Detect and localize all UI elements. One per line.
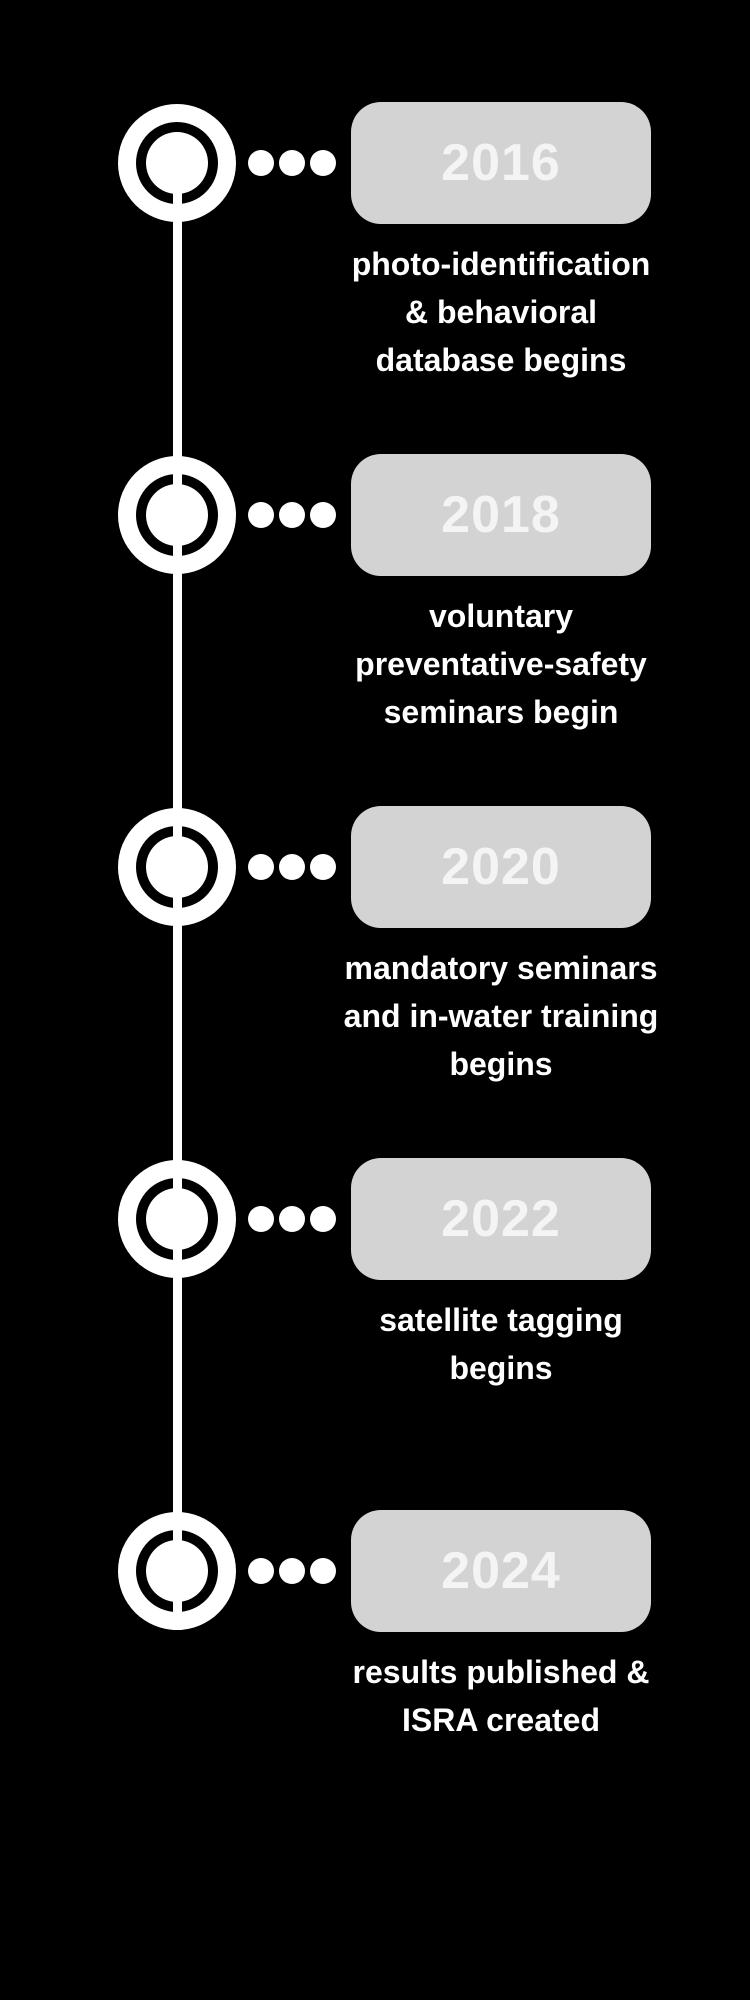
- connector-dots-icon: [248, 854, 336, 880]
- dot-icon: [279, 150, 305, 176]
- dot-icon: [279, 502, 305, 528]
- dot-icon: [248, 1206, 274, 1232]
- dot-icon: [279, 1206, 305, 1232]
- year-box: 2022: [351, 1158, 651, 1280]
- timeline-item-2024: 2024 results published & ISRA created: [0, 1510, 750, 1862]
- year-label: 2024: [441, 1542, 561, 1600]
- year-box: 2018: [351, 454, 651, 576]
- timeline-item-2018: 2018 voluntary preventative-safety semin…: [0, 454, 750, 806]
- dot-icon: [279, 854, 305, 880]
- dot-icon: [310, 1558, 336, 1584]
- connector-dots-icon: [248, 502, 336, 528]
- dot-icon: [248, 854, 274, 880]
- event-description: photo-identification & behavioral databa…: [351, 246, 651, 378]
- year-label: 2018: [441, 486, 561, 544]
- timeline-item-2020: 2020 mandatory seminars and in-water tra…: [0, 806, 750, 1158]
- year-box: 2024: [351, 1510, 651, 1632]
- timeline-line: [173, 163, 182, 1630]
- event-description: voluntary preventative-safety seminars b…: [355, 598, 647, 730]
- year-label: 2020: [441, 838, 561, 896]
- year-label: 2022: [441, 1190, 561, 1248]
- year-label: 2016: [441, 134, 561, 192]
- connector-dots-icon: [248, 1206, 336, 1232]
- event-description: mandatory seminars and in-water training…: [343, 950, 659, 1082]
- dot-icon: [310, 854, 336, 880]
- year-box: 2020: [351, 806, 651, 928]
- event-description: results published & ISRA created: [352, 1654, 650, 1738]
- dot-icon: [310, 502, 336, 528]
- dot-icon: [310, 150, 336, 176]
- dot-icon: [248, 502, 274, 528]
- event-description: satellite tagging begins: [379, 1302, 623, 1386]
- dot-icon: [248, 1558, 274, 1584]
- timeline-item-2016: 2016 photo-identification & behavioral d…: [0, 102, 750, 454]
- connector-dots-icon: [248, 1558, 336, 1584]
- timeline-item-2022: 2022 satellite tagging begins: [0, 1158, 750, 1510]
- connector-dots-icon: [248, 150, 336, 176]
- dot-icon: [279, 1558, 305, 1584]
- dot-icon: [248, 150, 274, 176]
- year-box: 2016: [351, 102, 651, 224]
- dot-icon: [310, 1206, 336, 1232]
